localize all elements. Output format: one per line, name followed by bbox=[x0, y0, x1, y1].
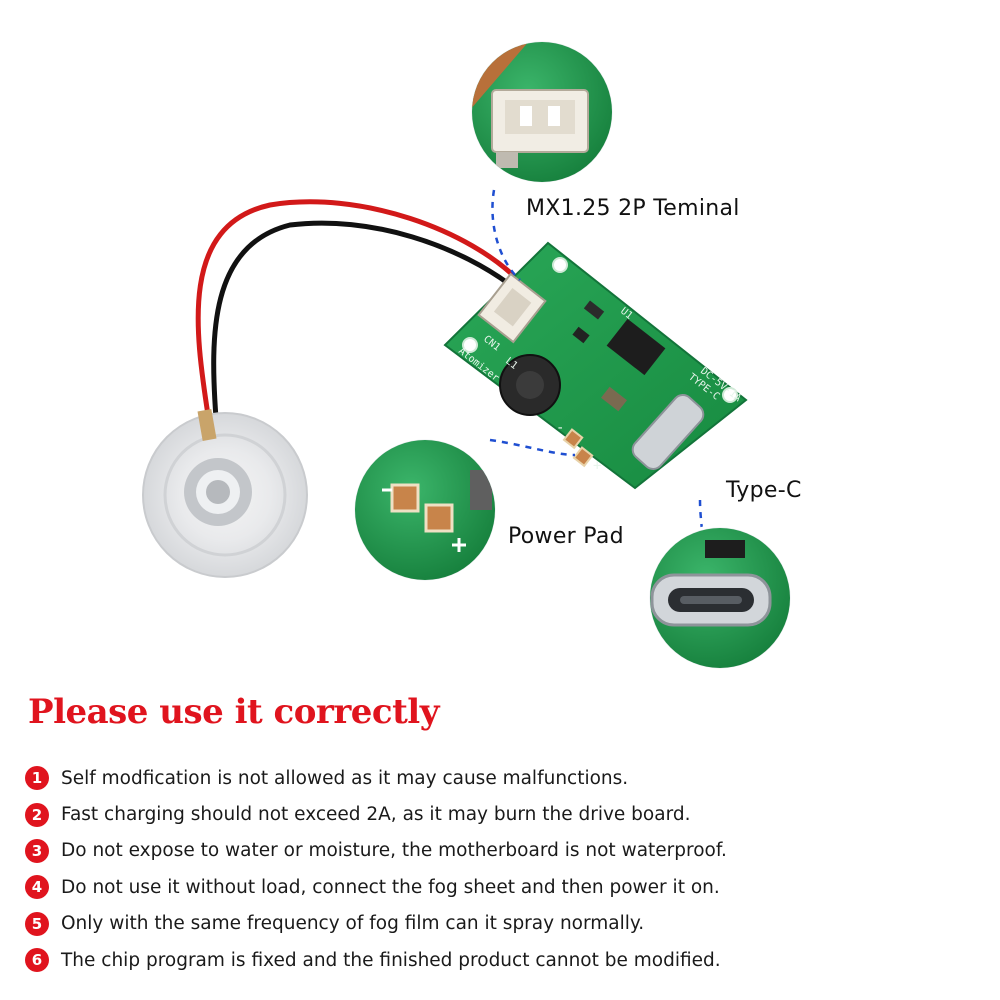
number-badge-icon: 2 bbox=[25, 802, 49, 827]
warning-text: The chip program is fixed and the finish… bbox=[61, 949, 721, 971]
warning-text: Self modfication is not allowed as it ma… bbox=[61, 767, 629, 789]
warning-text: Only with the same frequency of fog film… bbox=[61, 913, 645, 935]
pcb-board: CN1 Atomizer L1 U1 TYPE-C DC-5V-1A - + bbox=[443, 241, 748, 490]
typec-callout-label: Type-C bbox=[726, 478, 802, 503]
warning-item: 4 Do not use it without load, connect th… bbox=[25, 869, 727, 905]
typec-callout-line bbox=[698, 499, 704, 536]
atomizer-disc bbox=[142, 409, 308, 578]
wire-pair bbox=[195, 199, 523, 421]
warning-text: Fast charging should not exceed 2A, as i… bbox=[61, 804, 691, 826]
warning-item: 5 Only with the same frequency of fog fi… bbox=[25, 906, 727, 942]
warning-item: 2 Fast charging should not exceed 2A, as… bbox=[25, 796, 727, 832]
warning-item: 6 The chip program is fixed and the fini… bbox=[25, 942, 727, 978]
number-badge-icon: 1 bbox=[25, 766, 49, 791]
warning-title: Please use it correctly bbox=[28, 692, 439, 732]
board-typec-port bbox=[631, 394, 705, 470]
silk-minus: - bbox=[556, 420, 564, 436]
power-pad-zoom bbox=[351, 436, 499, 584]
chip-u1 bbox=[606, 318, 666, 376]
board-connector bbox=[477, 272, 547, 344]
warning-text: Do not use it without load, connect the … bbox=[61, 876, 720, 898]
product-illustration: CN1 Atomizer L1 U1 TYPE-C DC-5V-1A - + bbox=[142, 38, 794, 672]
red-wire bbox=[195, 199, 523, 418]
power-pad-callout-label: Power Pad bbox=[508, 524, 624, 549]
black-wire bbox=[211, 220, 520, 421]
number-badge-icon: 4 bbox=[25, 875, 49, 900]
warning-list: 1 Self modfication is not allowed as it … bbox=[25, 760, 727, 978]
terminal-callout-line bbox=[491, 189, 521, 281]
warning-item: 1 Self modfication is not allowed as it … bbox=[25, 760, 727, 796]
warning-text: Do not expose to water or moisture, the … bbox=[61, 840, 727, 862]
power-pad-callout-line bbox=[489, 438, 576, 457]
warning-item: 3 Do not expose to water or moisture, th… bbox=[25, 833, 727, 869]
silk-plus: + bbox=[593, 458, 601, 474]
terminal-callout-label: MX1.25 2P Teminal bbox=[526, 196, 740, 221]
callout-lines bbox=[489, 189, 704, 536]
typec-zoom bbox=[646, 524, 794, 672]
number-badge-icon: 6 bbox=[25, 948, 49, 973]
number-badge-icon: 3 bbox=[25, 838, 49, 863]
number-badge-icon: 5 bbox=[25, 911, 49, 936]
terminal-zoom bbox=[468, 38, 616, 186]
